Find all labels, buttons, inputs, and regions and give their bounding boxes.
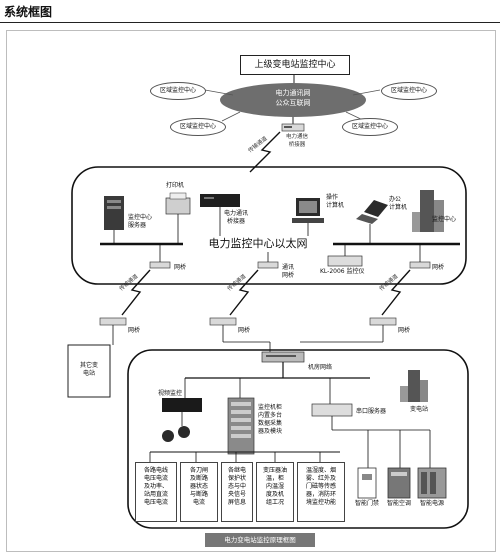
zone-center-4: 区域监控中心 [342,118,398,136]
monitoring-center-building-icon [412,190,444,232]
section-heading-text: 系统框图 [4,5,53,19]
comm-bridge-net-label: 通讯 网桥 [282,264,295,279]
top-bridge-label: 电力通信 桥接器 [286,134,309,148]
kl-monitor-label: KL-2006 监控仪 [320,268,365,275]
bridge-icon [409,261,431,269]
server-label: 监控中心 服务器 [128,214,153,229]
data-cell: 变压器油 温，柜 内温湿 度及机 组工况 [256,462,294,522]
substation-enclosure [127,349,469,529]
network-line1: 电力通讯网 [275,89,311,97]
cabinet-icon [227,397,255,455]
operator-computer-icon [292,198,324,223]
device-label: 智能电源 [419,500,444,507]
bridge-left-label: 网桥 [174,264,187,271]
data-cell: 各刀闸 及断路 器状态 与断路 电流 [180,462,218,522]
diagram-caption: 电力变电站监控原理框图 [205,533,315,547]
substation-label: 变电站 [410,406,429,413]
other-station-label: 其它变 电站 [79,362,98,377]
bridge-icon [149,261,171,269]
transmission-link [249,131,281,173]
video-label: 视频监控 [158,390,183,397]
serial-server-label: 串口服务器 [356,408,387,415]
camera-icon [162,426,190,442]
network-line2: 公众互联网 [275,99,311,107]
zone-center-3: 区域监控中心 [170,118,226,136]
bridge-icon [369,317,397,326]
ethernet-label: 电力监控中心以太网 [183,236,333,252]
top-title-box: 上级变电站监控中心 [240,55,350,75]
dvr-icon [162,398,202,412]
server-icon [104,196,124,230]
operator-label: 操作 计算机 [326,194,345,209]
network-cloud-label: 电力通讯网 公众互联网 [220,83,366,117]
printer-label: 打印机 [166,182,185,189]
bridge-icon [257,261,279,269]
ethernet-enclosure [71,166,467,285]
cabinet-label: 监控机柜 内置多台 数据采集 器及模块 [258,404,283,435]
comm-bridge-icon [200,194,240,207]
air-conditioner-icon [387,467,411,499]
zone-center-2: 区域监控中心 [381,82,437,100]
device-label: 智能空调 [386,500,411,507]
center-label: 监控中心 [432,216,457,223]
printer-icon [165,192,191,215]
laptop-icon [356,200,388,224]
section-heading: 系统框图 [0,0,500,23]
other-station-box [67,344,111,398]
zone-center-1: 区域监控中心 [150,82,206,100]
lower-bridge-label: 网桥 [128,327,141,334]
door-access-icon [357,467,377,499]
network-switch-icon [261,351,305,363]
comm-bridge-label: 电力通讯 桥接器 [224,210,249,225]
top-bridge-device [281,123,305,132]
serial-server-icon [311,403,353,417]
office-label: 办公 计算机 [389,196,408,211]
power-supply-icon [417,467,447,499]
network-cloud [220,83,366,117]
bridge-icon [209,317,237,326]
substation-building-icon [400,370,428,402]
kl-monitor-icon [327,255,363,267]
lower-bridge-label: 网桥 [398,327,411,334]
lower-bridge-label: 网桥 [238,327,251,334]
data-cell: 各继电 保护状 态与中 央信号 屏信息 [221,462,253,522]
switch-label: 机房网络 [308,364,333,371]
device-label: 智能门禁 [354,500,379,507]
data-cell: 温湿度、烟 雾、红外及 门磁等传感 器，消防环 境监控功能 [297,462,345,522]
data-cell: 各路电线 电压电流 及功率、 站用直流 电压电流 [135,462,177,522]
bridge-icon [99,317,127,326]
bridge-right-label: 网桥 [432,264,445,271]
